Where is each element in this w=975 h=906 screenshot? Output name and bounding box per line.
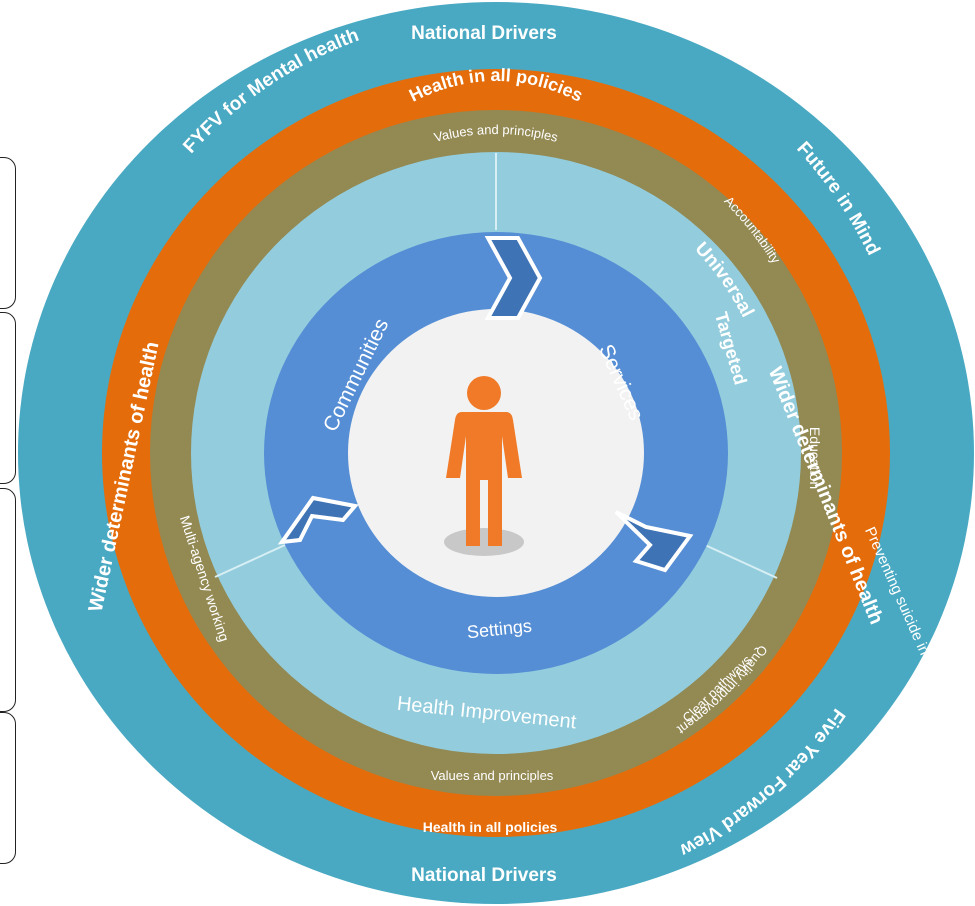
olive-right-label: Education (807, 427, 823, 489)
person-icon (444, 376, 524, 556)
outer-top-label: National Drivers (411, 23, 557, 44)
segment-divider-right (704, 544, 778, 579)
chevron-lower-right-icon (614, 510, 694, 573)
olive-bottom-label: Values and principles (431, 768, 554, 783)
orange-bottom-label: Health in all policies (423, 819, 558, 835)
segment-divider-left (214, 544, 286, 578)
chevron-left-icon (277, 495, 359, 545)
chevron-right-icon (484, 236, 543, 320)
outer-bottom-label: National Drivers (411, 865, 557, 886)
